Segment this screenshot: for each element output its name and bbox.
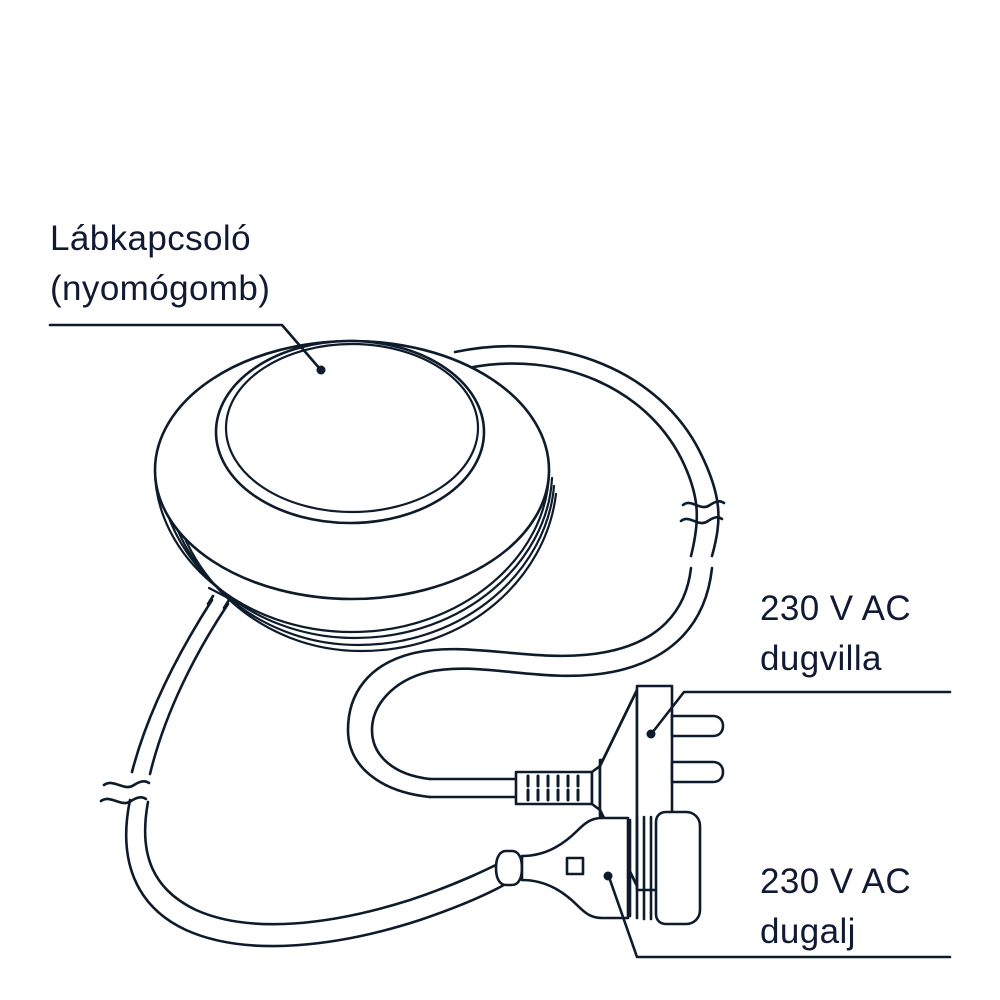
mains-socket[interactable]	[494, 810, 702, 926]
cable-upper	[346, 344, 720, 799]
label-socket-line2: dugalj	[760, 912, 856, 951]
foot-switch-pedal[interactable]	[153, 339, 558, 653]
cable-exit-lower-left	[206, 586, 234, 610]
leader-plug	[646, 690, 952, 739]
plug-pin-lower	[670, 760, 725, 784]
label-footswitch-line1: Lábkapcsoló	[50, 219, 251, 258]
cable-break-mark-upper	[679, 499, 726, 525]
label-footswitch: Lábkapcsoló (nyomógomb)	[50, 219, 270, 308]
label-footswitch-line2: (nyomógomb)	[50, 269, 270, 308]
label-plug-line2: dugvilla	[760, 639, 882, 678]
cable-break-mark-lower	[99, 779, 151, 805]
socket-square-marking	[565, 856, 585, 876]
plug-pin-upper	[670, 714, 725, 738]
leader-socket	[603, 871, 952, 959]
label-socket: 230 V AC dugalj	[760, 862, 911, 951]
cable-lower	[124, 598, 532, 948]
label-socket-line1: 230 V AC	[760, 862, 911, 901]
plug-strain-relief-ribs	[526, 774, 580, 802]
label-plug: 230 V AC dugvilla	[760, 589, 911, 678]
leader-footswitch	[48, 323, 326, 375]
socket-ribs	[628, 815, 653, 921]
label-plug-line1: 230 V AC	[760, 589, 911, 628]
